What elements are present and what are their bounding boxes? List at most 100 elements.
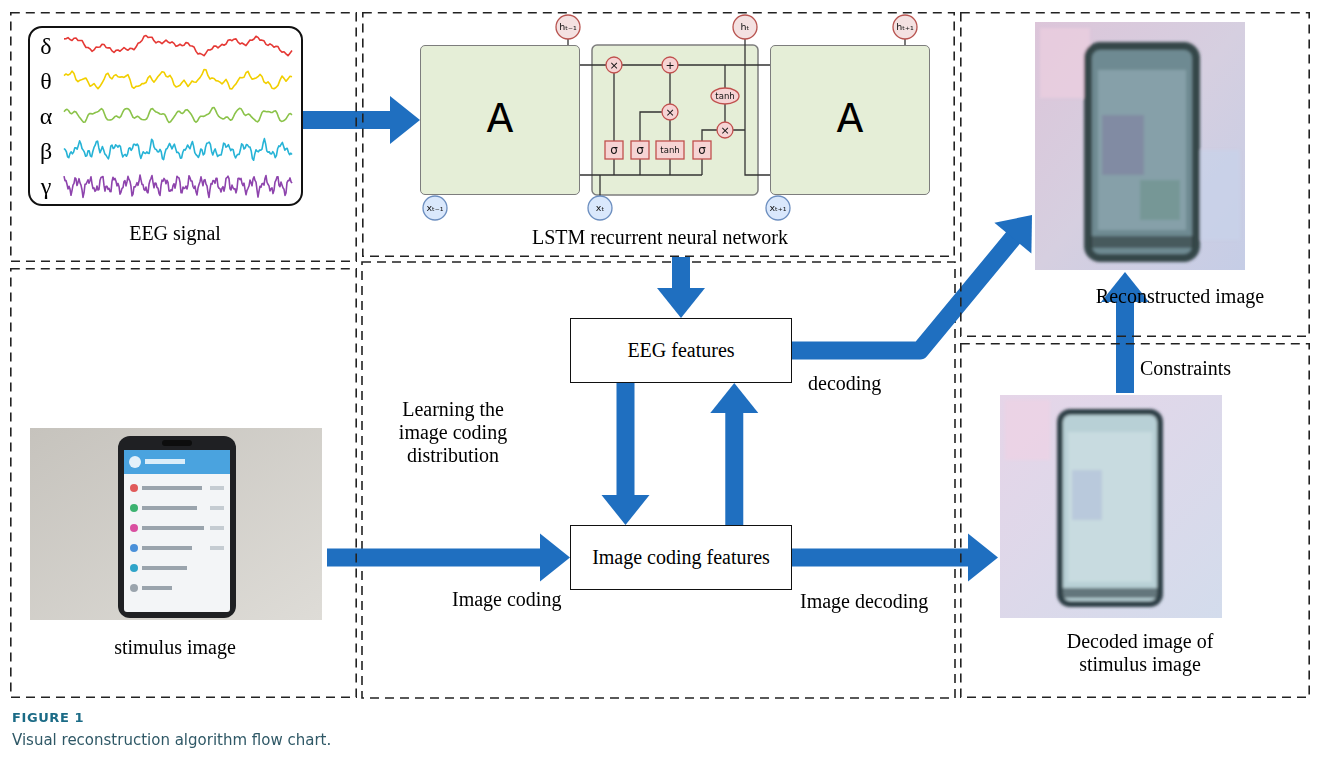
arrow-head bbox=[994, 215, 1032, 253]
block-arrow bbox=[792, 215, 1032, 351]
dashed-panel-outline bbox=[11, 269, 356, 697]
arrow-label: Learning the image coding distribution bbox=[388, 398, 518, 467]
stimulus-photo bbox=[130, 584, 138, 592]
stimulus-photo bbox=[124, 450, 230, 474]
decoded-image bbox=[1062, 588, 1158, 598]
stimulus-photo bbox=[142, 566, 187, 570]
reconstructed-image bbox=[1102, 115, 1144, 175]
reconstructed-image bbox=[1098, 70, 1186, 230]
state-symbol: hₜ₋₁ bbox=[559, 22, 577, 32]
beta-wave bbox=[64, 139, 292, 161]
stimulus-photo bbox=[124, 450, 230, 612]
dashed-panel: Decoded image of stimulus image bbox=[960, 343, 1310, 698]
band-letter: α bbox=[40, 103, 53, 131]
block-arrow bbox=[710, 383, 758, 525]
arrow-head bbox=[657, 288, 705, 318]
decoded-image bbox=[1005, 400, 1050, 460]
stimulus-photo bbox=[210, 486, 224, 490]
tanh-gate bbox=[656, 141, 684, 159]
gate-line bbox=[702, 130, 717, 141]
gate-symbol: tanh bbox=[660, 146, 679, 155]
stimulus-photo bbox=[162, 440, 192, 446]
input-line bbox=[599, 175, 600, 196]
reconstructed-image bbox=[1035, 22, 1245, 270]
state-symbol: xₜ₋₁ bbox=[426, 203, 443, 213]
arrow-label: Image coding bbox=[452, 588, 561, 611]
arrow-shaft bbox=[327, 549, 542, 567]
arrow-head bbox=[968, 534, 998, 582]
arrow-head bbox=[710, 383, 758, 413]
dashed-panel-outline bbox=[363, 13, 954, 256]
feature-box: Image coding features bbox=[570, 525, 792, 590]
output-line bbox=[733, 39, 758, 175]
input-circle bbox=[588, 196, 612, 220]
decoded-image bbox=[1000, 395, 1222, 618]
figure-number: FIGURE 1 bbox=[12, 710, 84, 725]
gate-symbol: × bbox=[665, 107, 674, 118]
gate-symbol: σ bbox=[610, 144, 618, 156]
stimulus-photo bbox=[130, 524, 138, 532]
arrow-head bbox=[540, 534, 570, 582]
lstm-cell: A bbox=[420, 45, 580, 195]
band-letter: γ bbox=[41, 173, 52, 201]
pointwise-op bbox=[717, 122, 733, 138]
arrow-label: Constraints bbox=[1140, 357, 1231, 380]
figure-caption: Visual reconstruction algorithm flow cha… bbox=[12, 731, 331, 749]
stimulus-photo bbox=[210, 506, 224, 510]
lstm-cell: A bbox=[770, 45, 930, 195]
state-symbol: hₜ bbox=[741, 22, 750, 32]
decoded-image bbox=[1072, 470, 1102, 520]
gate-symbol: tanh bbox=[715, 92, 734, 101]
block-arrow bbox=[327, 534, 570, 582]
panel-label: LSTM recurrent neural network bbox=[532, 226, 788, 249]
sigmoid-gate bbox=[693, 141, 711, 159]
dashed-panel: stimulus image bbox=[10, 268, 357, 698]
stimulus-photo bbox=[129, 456, 141, 468]
gate-symbol: σ bbox=[636, 144, 644, 156]
stimulus-photo bbox=[130, 504, 138, 512]
panel-label: Decoded image of stimulus image bbox=[1035, 630, 1245, 676]
alpha-wave bbox=[64, 107, 292, 122]
gate-symbol: σ bbox=[698, 144, 706, 156]
stimulus-photo bbox=[130, 484, 138, 492]
arrow-shaft bbox=[792, 237, 1014, 351]
dashed-panel-outline bbox=[362, 262, 955, 698]
cell-link bbox=[580, 65, 770, 175]
dashed-panel-outline bbox=[11, 13, 356, 261]
stimulus-photo bbox=[142, 486, 202, 490]
feature-box: EEG features bbox=[570, 318, 792, 383]
stimulus-photo bbox=[130, 544, 138, 552]
decoded-image bbox=[1068, 432, 1152, 582]
gate-symbol: × bbox=[609, 60, 618, 71]
lstm-cell-detail bbox=[592, 45, 758, 195]
gamma-wave bbox=[64, 175, 292, 197]
cell-label: A bbox=[487, 98, 513, 142]
pointwise-op bbox=[662, 104, 678, 120]
block-arrow bbox=[303, 96, 420, 144]
state-symbol: xₜ bbox=[596, 203, 604, 213]
band-letter: θ bbox=[40, 68, 52, 96]
band-letter: δ bbox=[40, 33, 51, 61]
decoded-image bbox=[1060, 412, 1160, 604]
stimulus-photo bbox=[210, 526, 224, 530]
arrow-label: Image decoding bbox=[800, 590, 928, 613]
gate-line bbox=[614, 159, 702, 175]
reconstructed-image bbox=[1040, 28, 1090, 98]
gate-line bbox=[613, 73, 614, 141]
output-circle bbox=[556, 15, 580, 39]
panel-label: Reconstructed image bbox=[1096, 285, 1264, 308]
panel-label: stimulus image bbox=[114, 636, 236, 659]
input-circle bbox=[766, 196, 790, 220]
delta-wave bbox=[64, 35, 292, 55]
output-circle bbox=[733, 15, 757, 39]
block-arrow bbox=[792, 534, 998, 582]
reconstructed-image bbox=[1088, 46, 1196, 258]
sigmoid-gate bbox=[631, 141, 649, 159]
feature-label: EEG features bbox=[627, 339, 734, 362]
arrow-head bbox=[602, 495, 650, 525]
arrow-shaft bbox=[725, 411, 743, 525]
stimulus-photo bbox=[142, 586, 172, 590]
